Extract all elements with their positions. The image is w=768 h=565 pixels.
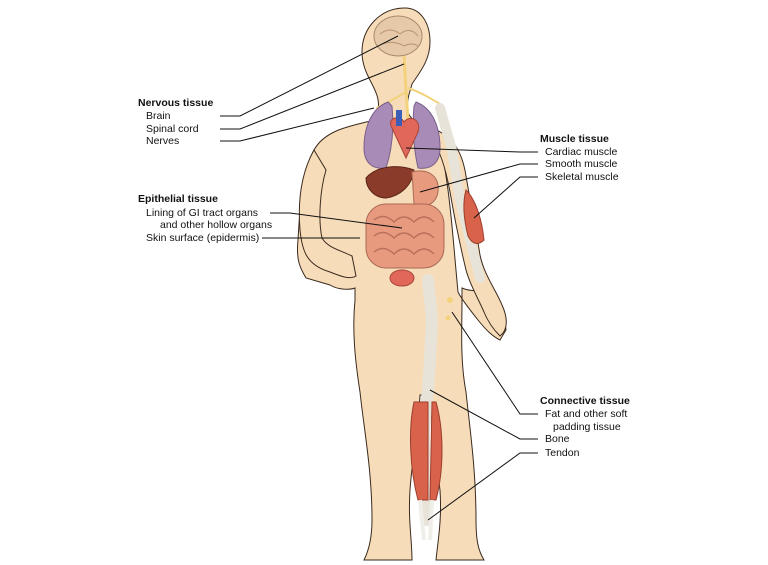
- left-arm: [298, 149, 357, 279]
- brain-folds: [379, 29, 419, 47]
- leg-muscle: [410, 401, 429, 501]
- label-bone: Bone: [545, 433, 570, 445]
- leader-smooth: [419, 163, 538, 193]
- leader-tendon: [427, 452, 538, 521]
- arm-bone: [435, 103, 485, 283]
- label-nerves: Nerves: [146, 135, 180, 147]
- stomach-organ: [411, 170, 439, 207]
- label-gi-lining: Lining of GI tract organs: [146, 207, 259, 219]
- forearm-muscle: [463, 189, 485, 244]
- tendon-structure: [418, 499, 434, 541]
- heart-vessel: [396, 110, 402, 126]
- heart-organ: [390, 117, 420, 160]
- fat-tissue: [447, 297, 453, 303]
- label-spinal-cord: Spinal cord: [146, 123, 199, 135]
- label-brain: Brain: [146, 110, 171, 122]
- nerve-branch: [375, 87, 441, 109]
- label-cardiac-muscle: Cardiac muscle: [545, 146, 618, 158]
- fat-tissue: [445, 315, 451, 321]
- epithelial-tissue-header: Epithelial tissue: [138, 193, 218, 205]
- leader-cardiac: [405, 147, 538, 153]
- leader-nerves: [220, 107, 375, 142]
- bladder-organ: [389, 269, 415, 287]
- label-skeletal-muscle: Skeletal muscle: [545, 171, 619, 183]
- label-tendon: Tendon: [545, 447, 580, 459]
- left-lung: [363, 101, 394, 169]
- muscle-tissue-header: Muscle tissue: [540, 133, 609, 145]
- connective-tissue-header: Connective tissue: [540, 395, 630, 407]
- leader-spinal-cord: [220, 63, 405, 130]
- leader-lines: [220, 35, 538, 521]
- spinal-cord: [402, 55, 410, 121]
- label-fat-soft: Fat and other soft: [545, 408, 628, 420]
- leader-gi-lining: [270, 212, 403, 229]
- intestines-organ: [365, 203, 445, 269]
- label-skin-surface: Skin surface (epidermis): [146, 232, 260, 244]
- label-hollow-organs: and other hollow organs: [160, 219, 273, 231]
- leader-bone: [429, 389, 538, 440]
- intestine-coils: [373, 215, 435, 255]
- leader-skeletal: [473, 176, 538, 219]
- liver-organ: [365, 166, 415, 199]
- nervous-tissue-header: Nervous tissue: [138, 97, 214, 109]
- leader-fat: [451, 311, 538, 415]
- leader-brain: [220, 35, 399, 117]
- label-smooth-muscle: Smooth muscle: [545, 158, 618, 170]
- leg-muscle-right: [429, 401, 443, 501]
- label-padding-tissue: padding tissue: [553, 421, 621, 433]
